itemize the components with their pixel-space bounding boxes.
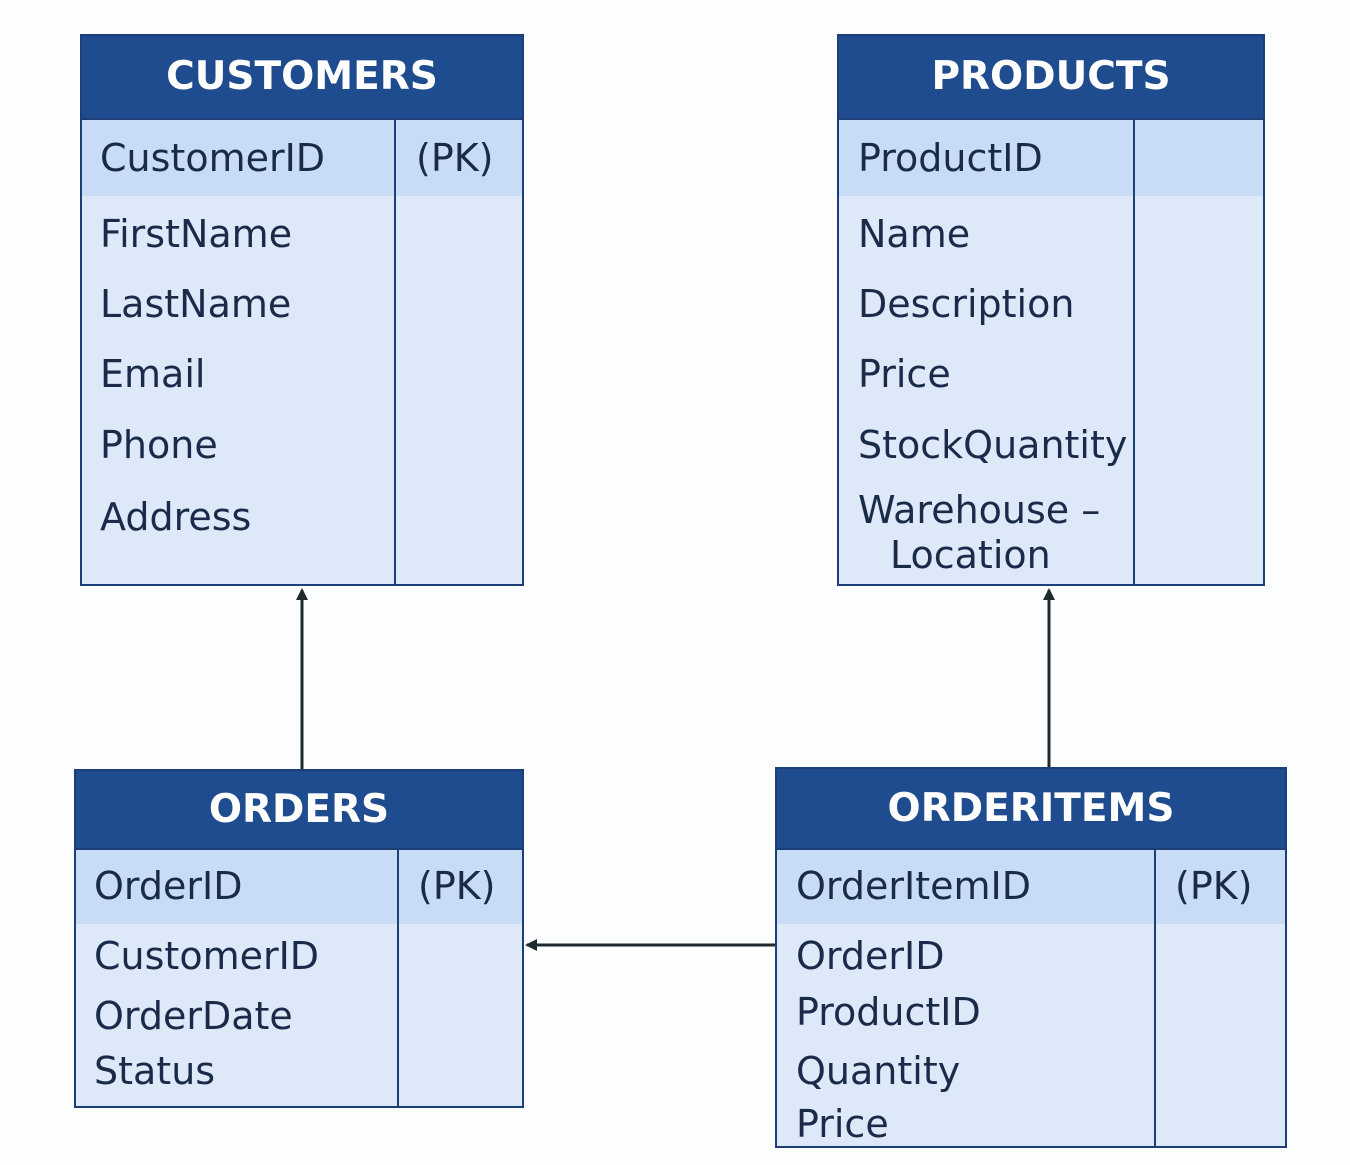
pk-row <box>76 850 522 924</box>
column-divider <box>397 850 399 1106</box>
entity-products: PRODUCTS ProductID Name Description Pric… <box>837 34 1265 586</box>
pk-field: ProductID <box>858 136 1043 180</box>
field: Status <box>94 1049 216 1093</box>
pk-row <box>777 850 1285 924</box>
field: Email <box>100 352 206 396</box>
pk-row <box>839 120 1263 196</box>
pk-field: CustomerID <box>100 136 326 180</box>
field: Warehouse – <box>858 488 1101 532</box>
entity-header: ORDERITEMS <box>777 769 1285 850</box>
field: OrderID <box>796 934 945 978</box>
entity-orderitems: ORDERITEMS OrderItemID (PK) OrderID Prod… <box>775 767 1287 1148</box>
pk-row <box>82 120 522 196</box>
field: OrderDate <box>94 994 293 1038</box>
entity-header: PRODUCTS <box>839 36 1263 120</box>
entity-customers: CUSTOMERS CustomerID (PK) FirstName Last… <box>80 34 524 586</box>
field: StockQuantity <box>858 423 1128 467</box>
entity-header: CUSTOMERS <box>82 36 522 120</box>
field: Description <box>858 282 1075 326</box>
column-divider <box>1154 850 1156 1146</box>
field: Phone <box>100 423 218 467</box>
field: Address <box>100 495 252 539</box>
field: Name <box>858 212 971 256</box>
field: Location <box>890 533 1051 577</box>
field: Quantity <box>796 1049 961 1093</box>
pk-tag: (PK) <box>418 864 496 908</box>
field: Price <box>858 352 951 396</box>
pk-field: OrderID <box>94 864 243 908</box>
pk-field: OrderItemID <box>796 864 1031 908</box>
field: ProductID <box>796 990 981 1034</box>
column-divider <box>394 120 396 584</box>
field: FirstName <box>100 212 293 256</box>
pk-tag: (PK) <box>1175 864 1253 908</box>
entity-header: ORDERS <box>76 771 522 850</box>
column-divider <box>1133 120 1135 584</box>
field: CustomerID <box>94 934 320 978</box>
pk-tag: (PK) <box>416 136 494 180</box>
field: LastName <box>100 282 292 326</box>
field: Price <box>796 1102 889 1146</box>
entity-orders: ORDERS OrderID (PK) CustomerID OrderDate… <box>74 769 524 1108</box>
